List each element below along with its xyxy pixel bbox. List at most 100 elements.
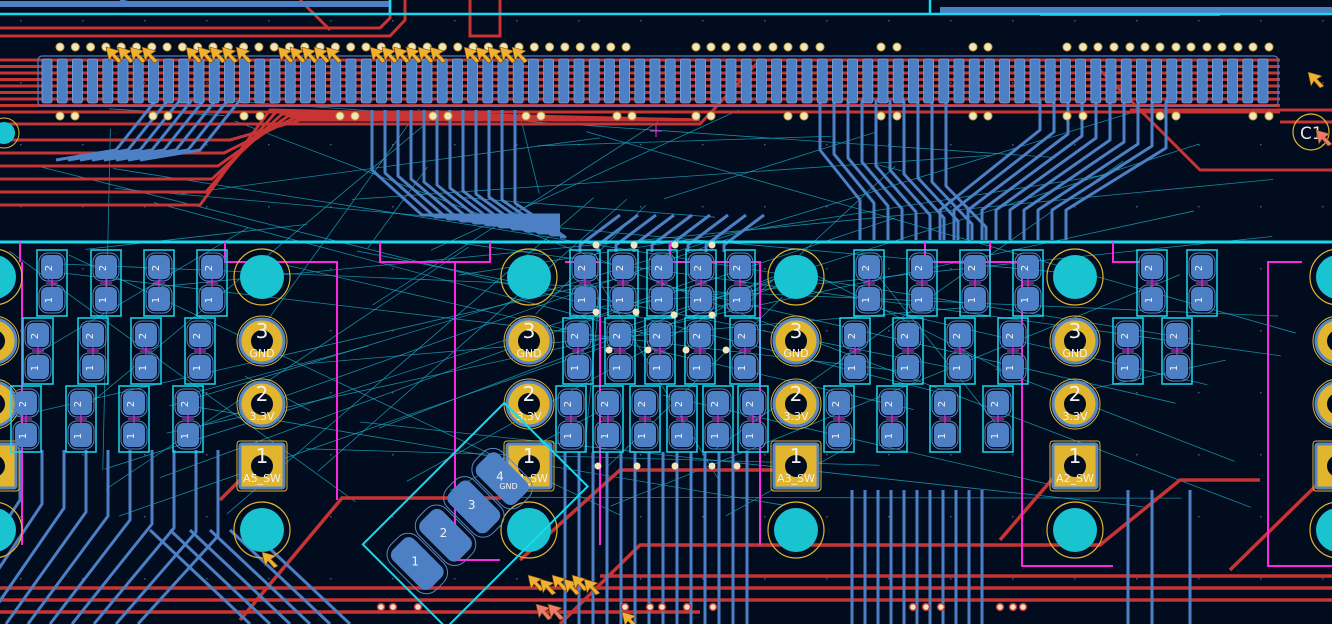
- via[interactable]: [536, 111, 546, 121]
- via[interactable]: [1062, 111, 1072, 121]
- connector-pad[interactable]: [999, 58, 1010, 104]
- diode-footprint[interactable]: 21: [644, 317, 676, 385]
- connector-pad[interactable]: [710, 58, 722, 104]
- via[interactable]: [560, 42, 570, 52]
- diode-footprint[interactable]: 21: [685, 249, 717, 317]
- via[interactable]: [706, 111, 716, 121]
- diode-footprint[interactable]: 21: [876, 385, 908, 453]
- connector-pad[interactable]: [908, 58, 919, 104]
- via[interactable]: [1155, 111, 1165, 121]
- connector-pad[interactable]: [968, 58, 980, 104]
- connector-pad[interactable]: [193, 58, 205, 104]
- via[interactable]: [1171, 111, 1181, 121]
- smd-pad[interactable]: [844, 355, 866, 379]
- smd-pad[interactable]: [201, 287, 223, 311]
- connector-pad[interactable]: [56, 58, 68, 104]
- connector-pad[interactable]: [1181, 58, 1193, 104]
- connector-pad[interactable]: [528, 58, 539, 104]
- via[interactable]: [1171, 42, 1181, 52]
- connector-pad[interactable]: [984, 58, 995, 104]
- smd-pad[interactable]: [1141, 287, 1163, 311]
- smd-pad[interactable]: [1191, 287, 1213, 311]
- connector-pad[interactable]: [147, 58, 159, 104]
- connector-pad[interactable]: [573, 58, 585, 104]
- smd-pad[interactable]: [612, 255, 634, 279]
- via[interactable]: [968, 42, 978, 52]
- diode-footprint[interactable]: 21: [562, 317, 594, 385]
- connector-pad[interactable]: [604, 58, 615, 104]
- pin-header[interactable]: [1309, 249, 1332, 558]
- connector-pad[interactable]: [588, 58, 600, 104]
- via[interactable]: [55, 42, 65, 52]
- diode-footprint[interactable]: 21: [737, 385, 769, 453]
- via[interactable]: [733, 462, 741, 470]
- smd-pad[interactable]: [609, 323, 631, 347]
- connector-pad[interactable]: [72, 58, 83, 104]
- via[interactable]: [177, 42, 187, 52]
- diode-footprint[interactable]: 21: [629, 385, 661, 453]
- connector-pad[interactable]: [1166, 58, 1178, 104]
- via[interactable]: [55, 111, 65, 121]
- smd-pad[interactable]: [987, 391, 1009, 415]
- connector-pad[interactable]: [1044, 58, 1056, 104]
- diode-footprint[interactable]: 21: [853, 249, 885, 317]
- via[interactable]: [645, 602, 655, 612]
- via[interactable]: [1008, 602, 1018, 612]
- connector-pad[interactable]: [360, 58, 372, 104]
- smd-pad[interactable]: [690, 255, 712, 279]
- connector-pad[interactable]: [847, 58, 858, 104]
- connector-pad[interactable]: [1090, 58, 1102, 104]
- via[interactable]: [163, 111, 173, 121]
- diode-footprint[interactable]: 21: [143, 249, 175, 317]
- smd-pad[interactable]: [858, 255, 880, 279]
- smd-pad[interactable]: [95, 287, 117, 311]
- connector-pad[interactable]: [877, 58, 889, 104]
- connector-pad[interactable]: [1212, 58, 1223, 104]
- connector-pad[interactable]: [1029, 58, 1041, 104]
- diode-footprint[interactable]: 21: [604, 317, 636, 385]
- diode-footprint[interactable]: 21: [607, 249, 639, 317]
- smd-pad[interactable]: [177, 423, 199, 447]
- via[interactable]: [148, 111, 158, 121]
- connector-pad[interactable]: [1014, 58, 1026, 104]
- smd-pad[interactable]: [689, 355, 711, 379]
- via[interactable]: [876, 111, 886, 121]
- via[interactable]: [350, 111, 360, 121]
- smd-pad[interactable]: [651, 287, 673, 311]
- smd-pad[interactable]: [574, 287, 596, 311]
- smd-pad[interactable]: [949, 355, 971, 379]
- smd-pad[interactable]: [934, 391, 956, 415]
- via[interactable]: [255, 111, 265, 121]
- via[interactable]: [708, 311, 716, 319]
- via[interactable]: [627, 111, 637, 121]
- connector-pad[interactable]: [816, 58, 828, 104]
- via[interactable]: [592, 241, 600, 249]
- diode-footprint[interactable]: 21: [118, 385, 150, 453]
- smd-pad[interactable]: [148, 287, 170, 311]
- header-pin[interactable]: 1A3_SW: [770, 440, 822, 492]
- connector-pad[interactable]: [41, 58, 53, 104]
- smd-pad[interactable]: [1166, 355, 1188, 379]
- diode-footprint[interactable]: 21: [10, 385, 42, 453]
- via[interactable]: [630, 241, 638, 249]
- smd-pad[interactable]: [911, 255, 933, 279]
- header-pin[interactable]: 1A2_SW: [1049, 440, 1101, 492]
- diode-footprint[interactable]: 21: [592, 385, 624, 453]
- smd-pad[interactable]: [649, 323, 671, 347]
- smd-pad[interactable]: [1191, 255, 1213, 279]
- smd-pad[interactable]: [881, 391, 903, 415]
- smd-pad[interactable]: [1002, 323, 1024, 347]
- connector-pad[interactable]: [1105, 58, 1117, 104]
- via[interactable]: [361, 42, 371, 52]
- via[interactable]: [443, 111, 453, 121]
- via[interactable]: [815, 42, 825, 52]
- top-connector[interactable]: [37, 42, 1279, 137]
- smd-pad[interactable]: [964, 287, 986, 311]
- connector-pad[interactable]: [208, 58, 220, 104]
- diode-footprint[interactable]: 21: [555, 385, 587, 453]
- diode-footprint[interactable]: 21: [839, 317, 871, 385]
- via[interactable]: [722, 346, 730, 354]
- smd-pad[interactable]: [27, 323, 49, 347]
